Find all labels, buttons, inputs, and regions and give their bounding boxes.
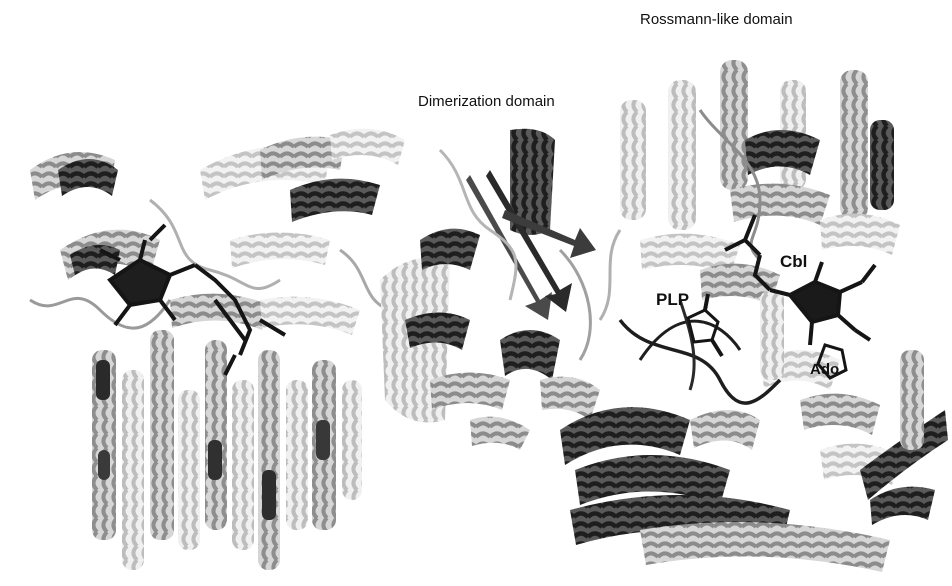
helix xyxy=(820,214,900,255)
dimerization-domain-label: Dimerization domain xyxy=(418,93,555,110)
loop xyxy=(440,150,516,300)
helix-dark-segment xyxy=(98,450,110,480)
loop xyxy=(600,230,620,320)
helix-dark-segment xyxy=(316,420,330,460)
left-helical-bundle xyxy=(30,129,405,570)
helix xyxy=(800,394,880,435)
helix xyxy=(668,80,696,230)
helix xyxy=(640,522,890,572)
helix xyxy=(840,70,868,220)
helix xyxy=(122,370,144,570)
ado-label: Ado xyxy=(810,361,839,378)
helix xyxy=(870,487,935,525)
loop xyxy=(680,300,694,390)
helix-dark-segment xyxy=(96,360,110,400)
helix xyxy=(342,380,362,500)
helix xyxy=(540,377,600,420)
helix xyxy=(500,330,560,380)
helix xyxy=(205,340,227,530)
helix xyxy=(170,294,270,330)
helix xyxy=(720,60,748,190)
dimerization-domain xyxy=(380,129,600,450)
helix xyxy=(290,179,380,222)
plp-label: PLP xyxy=(656,290,689,310)
helix xyxy=(232,380,254,550)
helix xyxy=(150,330,174,540)
helix xyxy=(258,350,280,570)
cbl-label: Cbl xyxy=(780,252,807,272)
helix xyxy=(900,350,924,450)
helix xyxy=(690,410,760,450)
helix xyxy=(178,390,200,550)
helix xyxy=(620,100,646,220)
helix xyxy=(760,290,784,380)
helix xyxy=(470,417,530,450)
helix-dark-segment xyxy=(262,470,276,520)
helix xyxy=(730,184,830,225)
helix xyxy=(286,380,308,530)
loop xyxy=(620,320,780,403)
rossmann-like-domain xyxy=(600,60,900,320)
helix xyxy=(430,373,510,411)
helix xyxy=(420,229,480,270)
helix-dark-segment xyxy=(208,440,222,480)
helix xyxy=(870,120,894,210)
helix xyxy=(230,233,330,269)
lower-right-domain xyxy=(560,290,948,572)
rossmann-domain-label: Rossmann-like domain xyxy=(640,11,793,28)
